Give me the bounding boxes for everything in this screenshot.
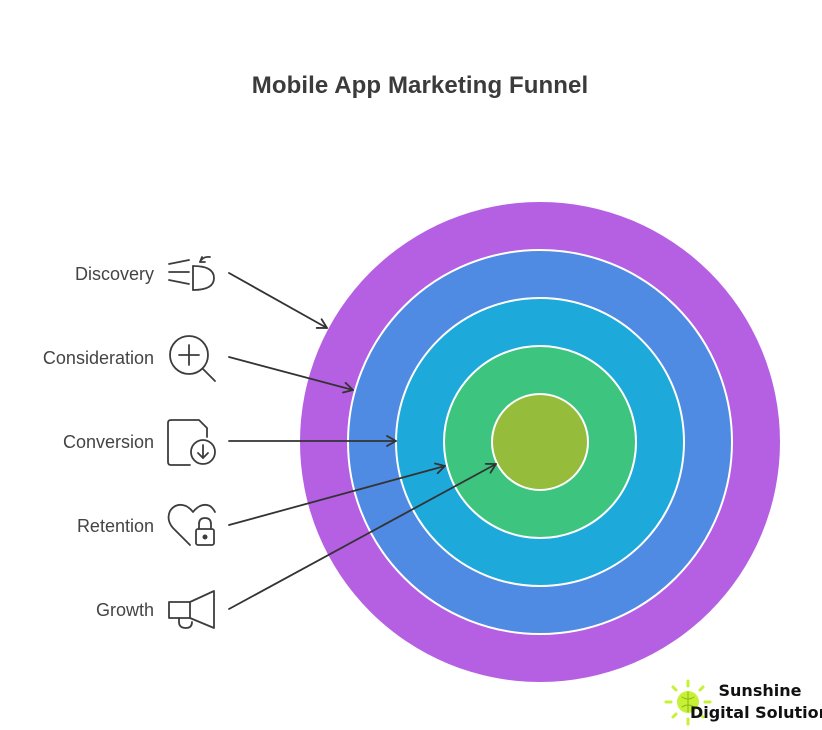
stage-label-discovery: Discovery	[75, 264, 154, 284]
arrow-retention	[228, 462, 446, 526]
document-download-icon	[167, 419, 216, 466]
megaphone-icon	[168, 590, 215, 629]
stage-labels: Discovery Consideration Conversion Reten…	[43, 264, 154, 620]
brand-tagline: Digital Solution	[690, 703, 822, 722]
arrow-consideration	[228, 356, 354, 394]
stage-arrows	[228, 272, 497, 610]
funnel-rings	[300, 202, 780, 682]
stage-label-growth: Growth	[96, 600, 154, 620]
arrow-discovery	[228, 272, 328, 329]
brand-logo: Sunshine Digital Solution	[664, 679, 822, 726]
heart-lock-icon	[167, 503, 216, 546]
ring-growth	[491, 393, 589, 491]
stage-icons	[167, 255, 216, 629]
stage-label-retention: Retention	[77, 516, 154, 536]
stage-label-conversion: Conversion	[63, 432, 154, 452]
diagram-title: Mobile App Marketing Funnel	[251, 72, 589, 99]
brand-name: Sunshine	[719, 681, 802, 700]
magnifier-plus-icon	[169, 335, 216, 382]
sun-icon	[664, 679, 712, 726]
megaphone-sound-icon	[168, 255, 215, 291]
stage-label-consideration: Consideration	[43, 348, 154, 368]
arrow-growth	[228, 463, 497, 610]
